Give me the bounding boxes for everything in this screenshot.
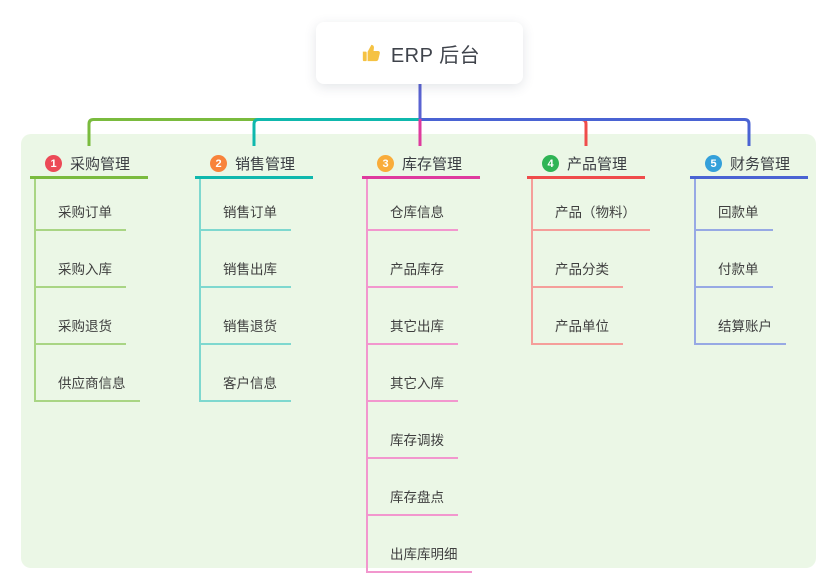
branch-number-badge: 1	[45, 155, 62, 172]
branch-label: 产品管理	[567, 156, 628, 173]
child-node-label: 库存盘点	[390, 490, 444, 505]
child-node-label: 采购退货	[58, 319, 112, 334]
child-node-label: 供应商信息	[58, 376, 126, 391]
root-node-label: ERP 后台	[390, 44, 481, 67]
child-node[interactable]: 销售订单	[201, 179, 291, 231]
branch-children: 回款单 付款单 结算账户	[694, 179, 786, 345]
child-node-label: 结算账户	[718, 319, 772, 334]
child-node[interactable]: 客户信息	[201, 345, 291, 402]
branch-title-product[interactable]: 4 产品管理	[527, 151, 645, 179]
child-node-label: 销售订单	[223, 205, 277, 220]
branch-title-sales[interactable]: 2 销售管理	[195, 151, 313, 179]
child-node-label: 采购入库	[58, 262, 112, 277]
branch-label: 库存管理	[402, 156, 463, 173]
branch-children: 采购订单 采购入库 采购退货 供应商信息	[34, 179, 140, 402]
child-node[interactable]: 供应商信息	[36, 345, 140, 402]
child-node-label: 销售出库	[223, 262, 277, 277]
branch-inventory: 3 库存管理 仓库信息 产品库存 其它出库 其它入库 库存调拨 库存盘点 出库库…	[362, 151, 480, 573]
child-node-label: 销售退货	[223, 319, 277, 334]
child-node[interactable]: 产品库存	[368, 231, 458, 288]
child-node[interactable]: 产品（物料）	[533, 179, 650, 231]
child-node[interactable]: 产品单位	[533, 288, 623, 345]
child-node[interactable]: 采购入库	[36, 231, 126, 288]
child-node-label: 回款单	[718, 205, 759, 220]
child-node-label: 库存调拨	[390, 433, 444, 448]
branch-children: 仓库信息 产品库存 其它出库 其它入库 库存调拨 库存盘点 出库库明细	[366, 179, 472, 573]
child-node[interactable]: 出库库明细	[368, 516, 472, 573]
child-node[interactable]: 其它入库	[368, 345, 458, 402]
child-node-label: 产品单位	[555, 319, 609, 334]
child-node-label: 客户信息	[223, 376, 277, 391]
branch-children: 产品（物料） 产品分类 产品单位	[531, 179, 650, 345]
child-node-label: 出库库明细	[390, 547, 458, 562]
child-node[interactable]: 采购订单	[36, 179, 126, 231]
branch-label: 财务管理	[730, 156, 791, 173]
branch-children: 销售订单 销售出库 销售退货 客户信息	[199, 179, 291, 402]
child-node[interactable]: 采购退货	[36, 288, 126, 345]
branch-number-badge: 5	[705, 155, 722, 172]
branch-label: 采购管理	[70, 156, 131, 173]
child-node-label: 其它入库	[390, 376, 444, 391]
branch-number-badge: 3	[377, 155, 394, 172]
branch-number-badge: 4	[542, 155, 559, 172]
branch-purchase: 1 采购管理 采购订单 采购入库 采购退货 供应商信息	[30, 151, 148, 402]
child-node-label: 产品分类	[555, 262, 609, 277]
branch-finance: 5 财务管理 回款单 付款单 结算账户	[690, 151, 808, 345]
child-node-label: 采购订单	[58, 205, 112, 220]
child-node[interactable]: 仓库信息	[368, 179, 458, 231]
child-node-label: 付款单	[718, 262, 759, 277]
child-node-label: 产品库存	[390, 262, 444, 277]
branch-product: 4 产品管理 产品（物料） 产品分类 产品单位	[527, 151, 650, 345]
branch-label: 销售管理	[235, 156, 296, 173]
child-node[interactable]: 结算账户	[696, 288, 786, 345]
child-node-label: 产品（物料）	[555, 205, 636, 220]
branch-number-badge: 2	[210, 155, 227, 172]
child-node-label: 其它出库	[390, 319, 444, 334]
thumbs-up-icon	[362, 44, 380, 61]
child-node[interactable]: 其它出库	[368, 288, 458, 345]
branch-background-panel	[21, 134, 816, 568]
child-node[interactable]: 付款单	[696, 231, 773, 288]
child-node[interactable]: 回款单	[696, 179, 773, 231]
branch-title-purchase[interactable]: 1 采购管理	[30, 151, 148, 179]
child-node[interactable]: 库存调拨	[368, 402, 458, 459]
root-node[interactable]: ERP 后台	[316, 22, 523, 84]
child-node-label: 仓库信息	[390, 205, 444, 220]
child-node[interactable]: 销售出库	[201, 231, 291, 288]
child-node[interactable]: 产品分类	[533, 231, 623, 288]
branch-sales: 2 销售管理 销售订单 销售出库 销售退货 客户信息	[195, 151, 313, 402]
branch-title-inventory[interactable]: 3 库存管理	[362, 151, 480, 179]
branch-title-finance[interactable]: 5 财务管理	[690, 151, 808, 179]
child-node[interactable]: 销售退货	[201, 288, 291, 345]
child-node[interactable]: 库存盘点	[368, 459, 458, 516]
